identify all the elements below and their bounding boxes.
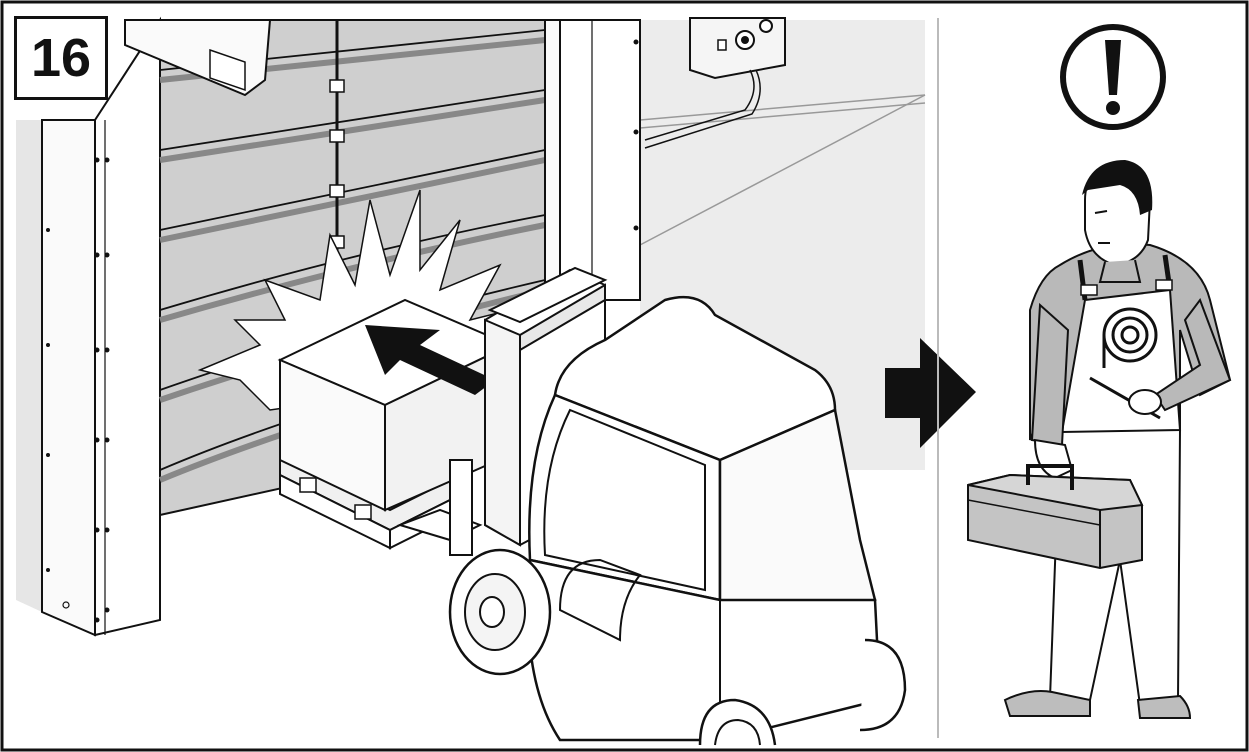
step-number: 16: [31, 31, 91, 85]
left-wall: [16, 120, 42, 612]
step-number-box: 16: [14, 16, 108, 100]
right-door-column: [545, 20, 640, 310]
front-wheel: [450, 550, 550, 674]
exclamation-circle-icon: [1063, 27, 1163, 127]
